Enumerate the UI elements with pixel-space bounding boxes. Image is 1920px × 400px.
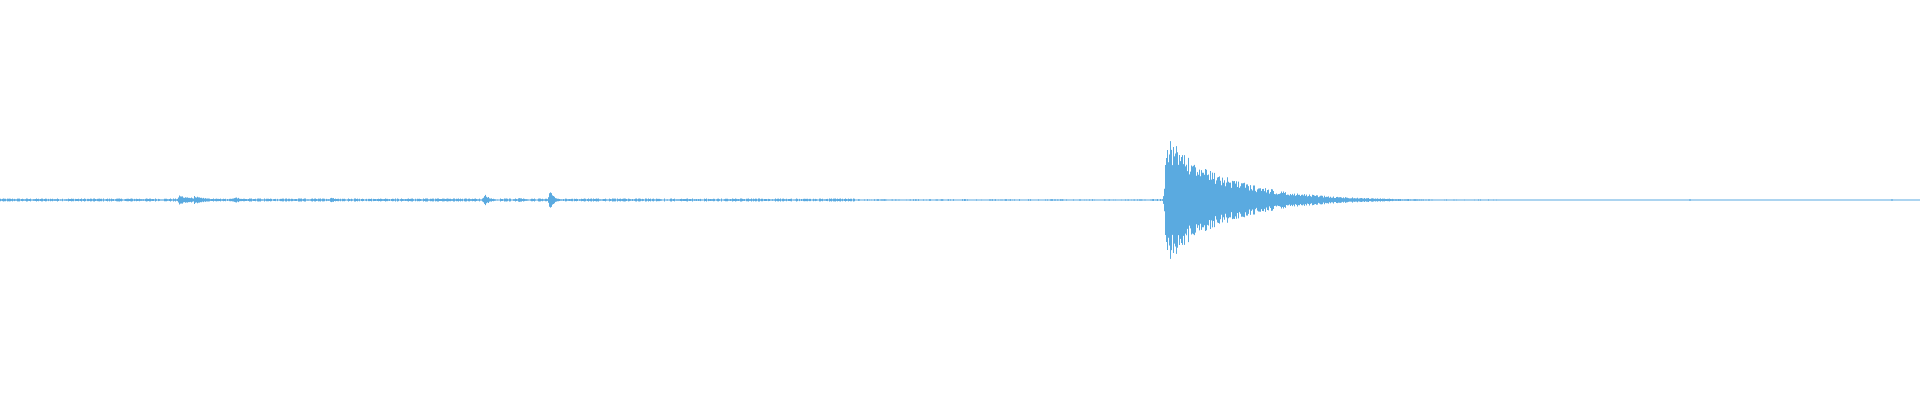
waveform-path <box>0 141 1920 259</box>
waveform-trace <box>0 141 1920 259</box>
